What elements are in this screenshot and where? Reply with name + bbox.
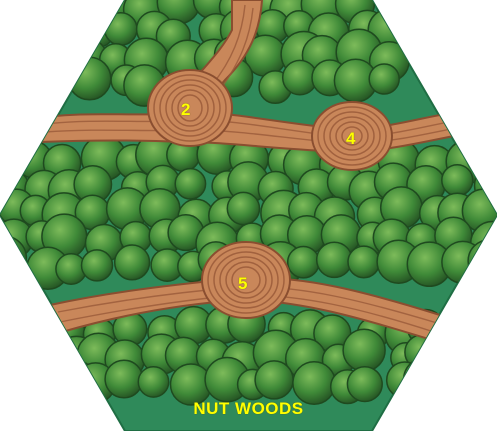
- tree-clump: [315, 241, 353, 279]
- tree-clump: [137, 365, 170, 398]
- clearing-4[interactable]: [311, 101, 393, 171]
- tree-clump: [104, 359, 144, 399]
- clearing-number-2: 2: [181, 100, 191, 119]
- tree-clump: [292, 361, 337, 405]
- clearing-5[interactable]: [201, 241, 291, 319]
- tree-clump: [441, 164, 474, 197]
- path-grain-line: [219, 7, 254, 91]
- tree-clump: [402, 356, 450, 403]
- clearing-number-4: 4: [346, 129, 356, 148]
- tree-clump: [174, 167, 207, 200]
- clearing-2[interactable]: [147, 69, 233, 147]
- tree-clump: [67, 56, 112, 101]
- path-grain-line: [44, 117, 473, 139]
- path-grain-line: [211, 4, 246, 86]
- tree-clump: [0, 136, 31, 174]
- clearings: [147, 69, 393, 319]
- tree-clump: [385, 361, 424, 399]
- tree-clump: [73, 0, 107, 23]
- tree-clump: [286, 245, 320, 279]
- tree-clump: [347, 245, 381, 279]
- tree-clump: [342, 328, 386, 372]
- tile-name-label: NUT WOODS: [193, 399, 304, 418]
- tree-clump: [103, 12, 138, 46]
- path-grain-line: [44, 124, 474, 145]
- tree-clump: [226, 191, 261, 226]
- tree-clump: [113, 244, 151, 281]
- tree-clump: [254, 360, 294, 400]
- tree-clump: [346, 365, 383, 403]
- clearing-number-5: 5: [238, 274, 248, 293]
- tree-clump: [80, 249, 114, 282]
- tree-clump: [368, 63, 400, 95]
